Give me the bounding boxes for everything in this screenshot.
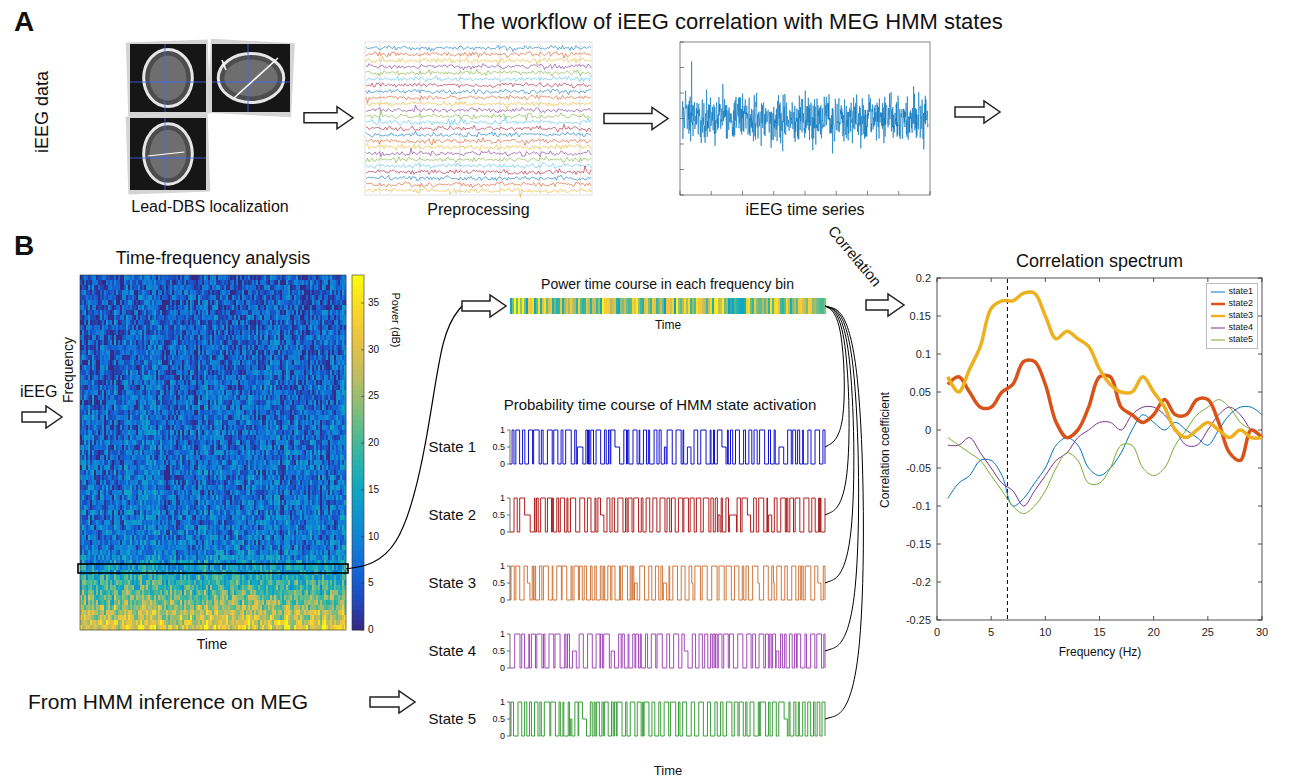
figure-canvas: Lead-DBS localizationPreprocessingiEEG t… <box>0 0 1298 784</box>
